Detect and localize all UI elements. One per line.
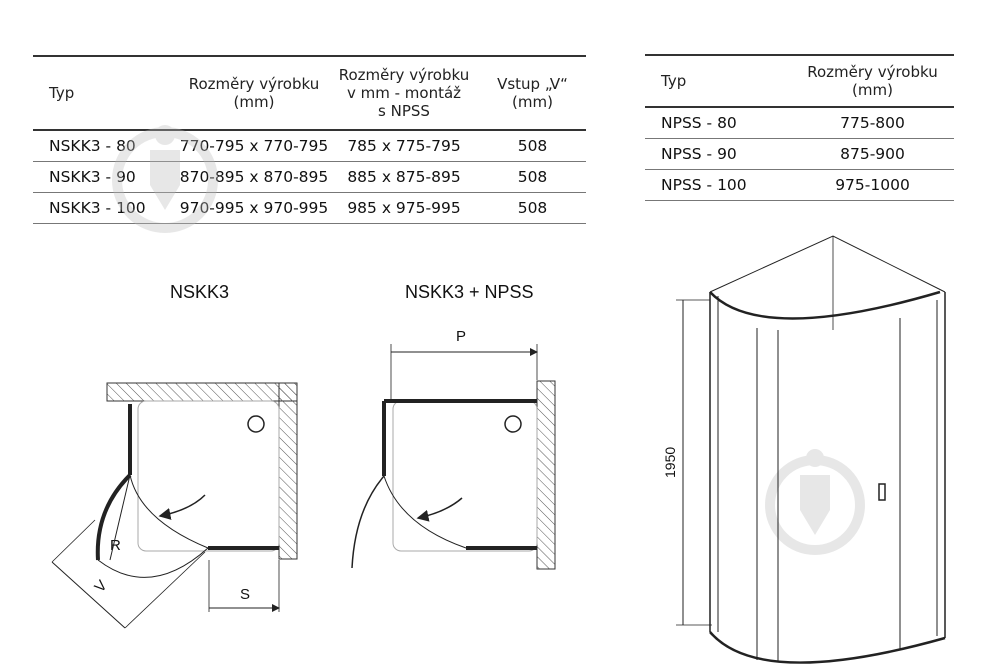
cell-dimensions: 975-1000 <box>835 176 910 194</box>
col-header-entry-v: Vstup „V“ (mm) <box>497 75 568 111</box>
nskk3-dimensions-table: Typ Rozměry výrobku (mm) Rozměry výrobku… <box>33 55 586 224</box>
cell-dimensions-npss: 785 x 775-795 <box>347 137 461 155</box>
table-row: NSKK3 - 80 770-795 x 770-795 785 x 775-7… <box>33 130 586 162</box>
table-row: NPSS - 100 975-1000 <box>645 170 954 201</box>
cell-type: NPSS - 90 <box>661 145 737 163</box>
cell-dimensions-npss: 985 x 975-995 <box>347 199 461 217</box>
table-row: NSKK3 - 90 870-895 x 870-895 885 x 875-8… <box>33 162 586 193</box>
cell-dimensions: 970-995 x 970-995 <box>179 199 329 217</box>
cell-dimensions: 870-895 x 870-895 <box>179 168 329 186</box>
col-header-dimensions: Rozměry výrobku (mm) <box>188 75 320 111</box>
cell-type: NPSS - 100 <box>661 176 747 194</box>
cell-dimensions: 875-900 <box>840 145 905 163</box>
dimension-label-r: R <box>110 537 121 554</box>
watermark-logo-icon <box>112 125 218 233</box>
col-header-dimensions: Rozměry výrobku (mm) <box>807 63 938 99</box>
diagram-title-nskk3: NSKK3 <box>170 282 230 302</box>
table-header-row: Typ Rozměry výrobku (mm) Rozměry výrobku… <box>33 56 586 130</box>
nskk3-plan-drawing <box>51 382 298 629</box>
cell-entry: 508 <box>517 137 548 155</box>
cell-dimensions: 770-795 x 770-795 <box>179 137 329 155</box>
dimension-label-s: S <box>240 586 251 603</box>
table-row: NPSS - 90 875-900 <box>645 139 954 170</box>
cell-entry: 508 <box>517 168 548 186</box>
cell-type: NSKK3 - 100 <box>49 199 146 217</box>
watermark-logo-icon <box>765 449 865 555</box>
cell-type: NSKK3 - 80 <box>49 137 136 155</box>
diagram-title-nskk3-npss: NSKK3 + NPSS <box>405 282 534 302</box>
dimension-label-p: P <box>456 328 467 345</box>
table-row: NPSS - 80 775-800 <box>645 107 954 139</box>
npss-dimensions-table: Typ Rozměry výrobku (mm) NPSS - 80 775-8… <box>645 54 954 201</box>
cell-entry: 508 <box>517 199 548 217</box>
nskk3-npss-plan-drawing <box>351 344 556 570</box>
cell-type: NSKK3 - 90 <box>49 168 136 186</box>
shower-front-view-drawing <box>676 235 946 664</box>
cell-dimensions-npss: 885 x 875-895 <box>347 168 461 186</box>
cell-dimensions: 775-800 <box>840 114 905 132</box>
cell-type: NPSS - 80 <box>661 114 737 132</box>
col-header-dimensions-npss: Rozměry výrobku v mm - montáž s NPSS <box>338 66 470 120</box>
table-header-row: Typ Rozměry výrobku (mm) <box>645 55 954 107</box>
col-header-typ: Typ <box>49 84 75 102</box>
col-header-typ: Typ <box>661 72 687 90</box>
table-row: NSKK3 - 100 970-995 x 970-995 985 x 975-… <box>33 193 586 224</box>
